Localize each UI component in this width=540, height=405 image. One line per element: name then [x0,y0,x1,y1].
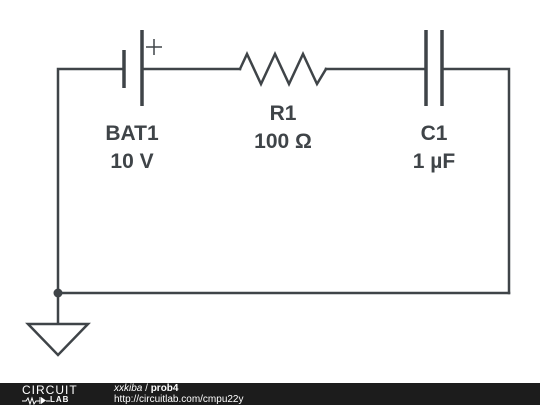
battery-name-label: BAT1 [105,122,159,145]
circuitlab-logo[interactable]: CIRCUIT LAB [22,383,92,405]
battery-bat1[interactable] [122,30,162,106]
ground-icon[interactable] [25,322,91,357]
project-url-link[interactable]: http://circuitlab.com/cmpu22y [114,394,244,405]
circuit-schematic: BAT1 10 V R1 100 Ω C1 1 µF [25,30,511,357]
author-name[interactable]: xxkiba [114,383,143,394]
wires [56,67,511,326]
capacitor-name-label: C1 [421,122,448,145]
resistor-value-label: 100 Ω [254,130,312,153]
battery-value-label: 10 V [110,150,153,173]
wire-left-top [56,67,126,295]
footer-bar: CIRCUIT LAB xxkiba / prob4 http://circui… [0,383,540,405]
resistor-r1[interactable] [238,51,328,87]
credit-line: xxkiba / prob4 [114,384,178,394]
project-name[interactable]: prob4 [150,383,179,394]
junction-node [53,288,63,298]
logo-text-circuit: CIRCUIT [22,383,78,397]
wire-right [440,67,511,295]
logo-text-lab: LAB [50,395,70,404]
resistor-name-label: R1 [270,102,297,125]
credit-separator: / [142,383,151,394]
capacitor-value-label: 1 µF [413,150,456,173]
logo-wave-icon [22,396,50,405]
capacitor-c1[interactable] [424,30,444,106]
